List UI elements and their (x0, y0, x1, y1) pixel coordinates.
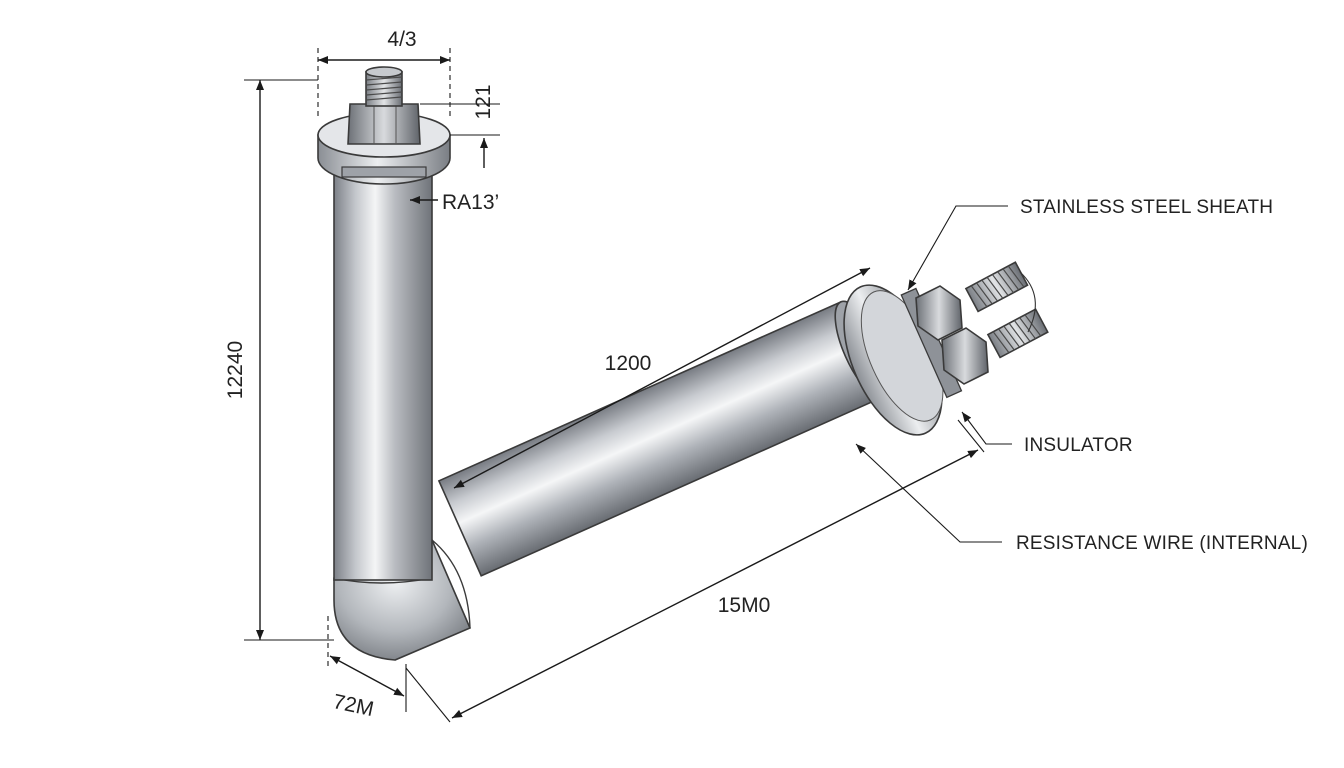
terminal-nut-lower (941, 327, 989, 385)
callout-sheath: STAINLESS STEEL SHEATH (1020, 197, 1273, 218)
heating-element (317, 66, 1049, 661)
diagonal-tube (437, 300, 890, 577)
callout-insulator: INSULATOR (1024, 435, 1133, 456)
dim-diagonal-lower: 15M0 (718, 594, 771, 617)
dim-radius-note: RA13’ (442, 191, 499, 214)
top-fitting (317, 66, 451, 185)
terminal-nut-upper (915, 285, 963, 341)
callout-leaders (855, 205, 1012, 543)
terminal-stud-upper (964, 261, 1029, 313)
vertical-tube (333, 167, 433, 581)
terminal-end (843, 261, 1049, 436)
dim-diagonal-upper: 1200 (605, 352, 652, 375)
dim-top-height: 121 (472, 84, 495, 119)
dim-vertical-length: 12240 (224, 341, 247, 399)
callout-resistance-wire: RESISTANCE WIRE (INTERNAL) (1016, 533, 1308, 554)
dim-bend-width: 72M (331, 690, 376, 721)
dim-top-width: 4/3 (387, 28, 416, 51)
terminal-stud-lower (986, 308, 1049, 359)
dimension-lines (244, 48, 985, 723)
